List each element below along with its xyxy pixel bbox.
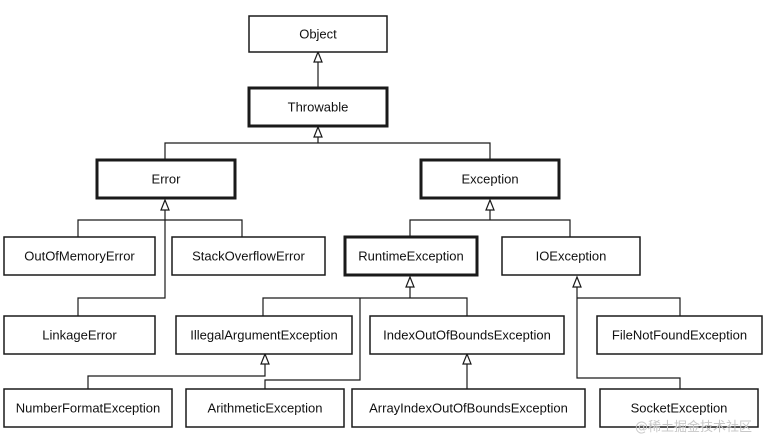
arrowhead-runtime-exception: [405, 275, 415, 288]
connector-io-children: [576, 284, 681, 389]
array-index-out-of-bounds-exception-node: ArrayIndexOutOfBoundsException: [351, 388, 586, 428]
file-not-found-exception-node: FileNotFoundException: [596, 315, 763, 355]
arithmetic-exception-node: ArithmeticException: [185, 388, 345, 428]
nodes: Object Throwable Error Exception OutOfMe…: [3, 15, 763, 428]
stack-overflow-error-label: StackOverflowError: [192, 249, 305, 264]
number-format-exception-node: NumberFormatException: [3, 388, 173, 428]
throwable-label: Throwable: [288, 100, 349, 115]
arrowhead-object: [313, 50, 323, 63]
arithmetic-exception-label: ArithmeticException: [208, 401, 323, 416]
number-format-exception-label: NumberFormatException: [16, 401, 161, 416]
socket-exception-node: SocketException: [599, 388, 759, 428]
io-exception-label: IOException: [536, 249, 607, 264]
arrowhead-illegal-argument-exception: [260, 352, 270, 365]
stack-overflow-error-node: StackOverflowError: [171, 236, 326, 276]
file-not-found-exception-label: FileNotFoundException: [612, 328, 747, 343]
throwable-node: Throwable: [247, 86, 389, 128]
error-label: Error: [152, 172, 182, 187]
connectors: [77, 60, 681, 389]
linkage-error-label: LinkageError: [42, 328, 117, 343]
arrowhead-io-exception: [572, 275, 582, 288]
arrowheads: [160, 50, 582, 365]
error-node: Error: [95, 158, 237, 200]
out-of-memory-error-node: OutOfMemoryError: [3, 236, 156, 276]
arrowhead-error: [160, 198, 170, 211]
object-node: Object: [248, 15, 388, 53]
connector-numberformat-illegalargument: [87, 362, 266, 389]
arrowhead-exception: [485, 198, 495, 211]
connector-exception-children: [409, 208, 571, 237]
out-of-memory-error-label: OutOfMemoryError: [24, 249, 135, 264]
illegal-argument-exception-label: IllegalArgumentException: [190, 328, 337, 343]
array-index-out-of-bounds-exception-label: ArrayIndexOutOfBoundsException: [369, 401, 568, 416]
arrowhead-throwable: [313, 125, 323, 138]
linkage-error-node: LinkageError: [3, 315, 156, 355]
connector-error-exception-throwable: [164, 135, 491, 160]
illegal-argument-exception-node: IllegalArgumentException: [175, 315, 353, 355]
arrowhead-index-out-of-bounds-exception: [462, 352, 472, 365]
index-out-of-bounds-exception-node: IndexOutOfBoundsException: [369, 315, 565, 355]
runtime-exception-node: RuntimeException: [343, 235, 479, 277]
runtime-exception-label: RuntimeException: [358, 249, 464, 264]
exception-node: Exception: [419, 158, 561, 200]
object-label: Object: [299, 27, 337, 42]
index-out-of-bounds-exception-label: IndexOutOfBoundsException: [383, 328, 551, 343]
socket-exception-label: SocketException: [631, 401, 728, 416]
io-exception-node: IOException: [501, 236, 641, 276]
watermark-text: @稀土掘金技术社区: [635, 419, 752, 435]
exception-label: Exception: [461, 172, 518, 187]
